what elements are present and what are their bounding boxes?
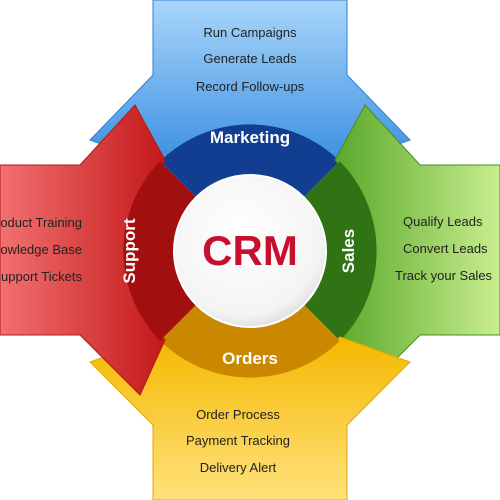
support-label: Support [120, 218, 139, 283]
support-ring [123, 161, 197, 341]
support-item: Product Training [0, 215, 82, 230]
orders-ring [160, 304, 340, 378]
support-item: Knowledge Base [0, 242, 82, 257]
orders-item: Delivery Alert [200, 460, 277, 475]
marketing-item: Record Follow-ups [196, 79, 305, 94]
segment-support [0, 104, 197, 396]
orders-item: Order Process [196, 407, 280, 422]
sales-item: Convert Leads [403, 241, 488, 256]
center-label: CRM [202, 227, 298, 274]
sales-ring [303, 161, 377, 341]
orders-item: Payment Tracking [186, 433, 290, 448]
segment-sales [303, 104, 500, 396]
sales-item: Qualify Leads [403, 214, 483, 229]
center-circle [173, 174, 327, 328]
marketing-item: Generate Leads [203, 51, 297, 66]
marketing-label: Marketing [210, 128, 290, 147]
segment-marketing [89, 0, 411, 198]
support-item: Support Tickets [0, 269, 82, 284]
segment-orders [89, 304, 411, 500]
marketing-item: Run Campaigns [203, 25, 297, 40]
sales-label: Sales [339, 229, 358, 273]
sales-item: Track your Sales [395, 268, 493, 283]
marketing-ring [160, 124, 340, 198]
orders-label: Orders [222, 349, 278, 368]
